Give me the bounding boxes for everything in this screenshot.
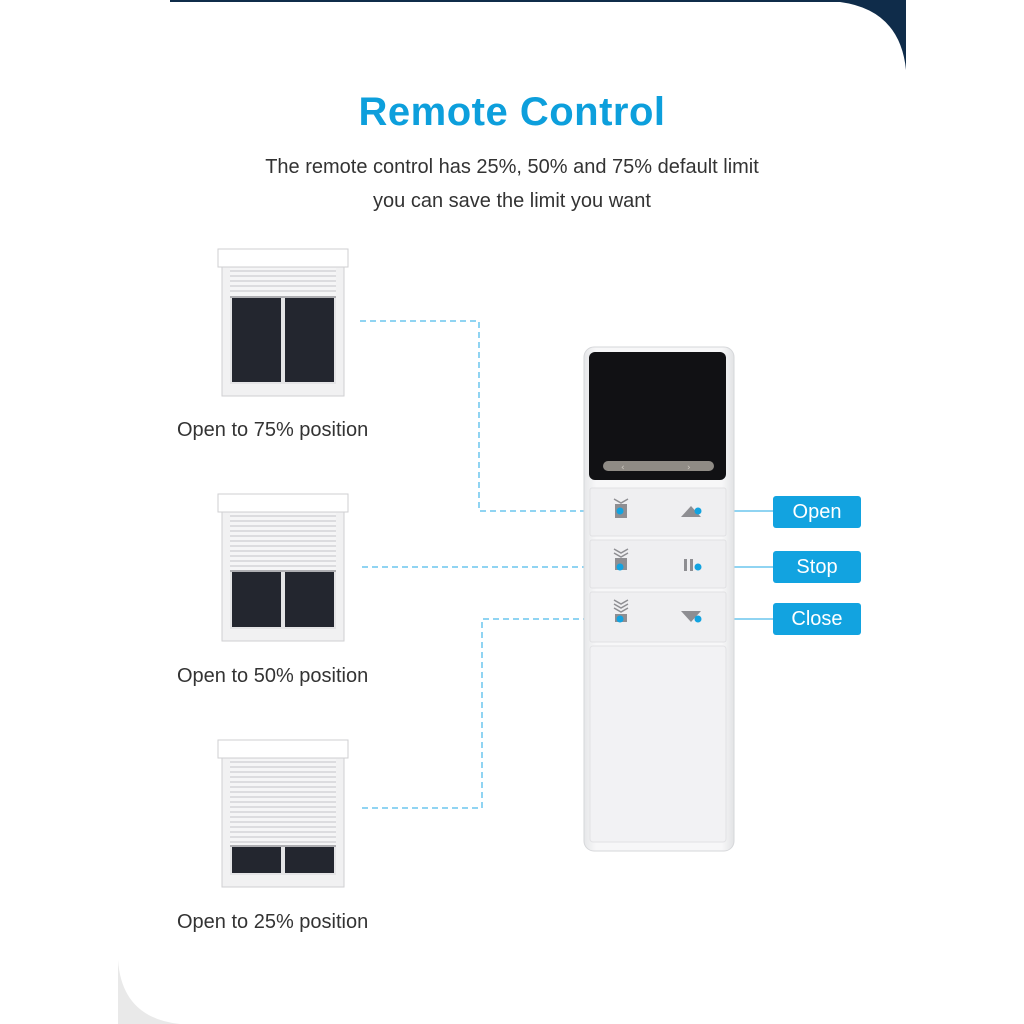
window-50-open: [217, 493, 349, 642]
caption-75: Open to 75% position: [177, 419, 369, 441]
remote-control: ‹ ›: [583, 346, 735, 852]
channel-slider: [603, 461, 714, 471]
close-label: Close: [773, 603, 861, 635]
glass-pane-left: [232, 297, 281, 382]
subtitle-line-2: you can save the limit you want: [373, 190, 651, 212]
connector-75: [360, 320, 618, 512]
up-triangle-icon: [681, 506, 701, 517]
shutter: [230, 513, 336, 571]
glass-pane-right: [285, 571, 334, 627]
pause-icon: [684, 559, 693, 571]
caption-50: Open to 50% position: [177, 665, 369, 687]
caption-25: Open to 25% position: [177, 911, 369, 933]
svg-text:›: ›: [687, 463, 691, 473]
subtitle-line-1: The remote control has 25%, 50% and 75% …: [265, 156, 759, 178]
svg-text:‹: ‹: [621, 463, 625, 473]
glass-pane-left: [232, 571, 281, 627]
page-title: Remote Control: [358, 90, 666, 134]
open-label: Open: [773, 496, 861, 528]
glass-pane-right: [285, 297, 334, 382]
glass-pane-right: [285, 846, 334, 873]
down-triangle-icon: [681, 611, 701, 622]
window-75-open: [217, 248, 349, 397]
connector-25: [362, 618, 618, 809]
shutter: [230, 268, 336, 297]
window-25-open: [217, 739, 349, 888]
remote-display: [589, 352, 726, 480]
stop-label: Stop: [773, 551, 861, 583]
glass-pane-left: [232, 846, 281, 873]
